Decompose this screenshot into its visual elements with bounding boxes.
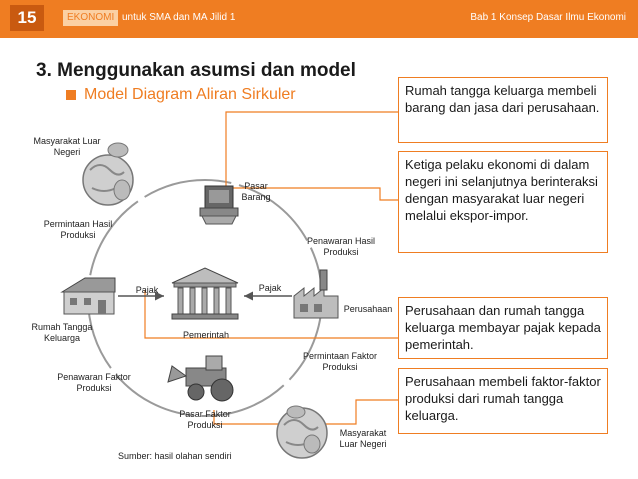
label-permintaan-faktor-produksi: Permintaan Faktor Produksi	[302, 351, 378, 372]
callout-line-4	[213, 399, 398, 425]
label-masyarakat-luar-negeri-bottom: Masyarakat Luar Negeri	[339, 428, 387, 449]
callout-line-2	[205, 187, 398, 201]
slide-title: 3. Menggunakan asumsi dan model	[36, 60, 356, 81]
house-icon	[60, 277, 116, 315]
market-goods-icon	[199, 185, 239, 225]
page-number: 15	[10, 5, 44, 31]
label-pemerintah: Pemerintah	[182, 330, 230, 340]
callout-line-3	[144, 290, 398, 339]
callout-box-4: Perusahaan membeli faktor-faktor produks…	[398, 368, 608, 434]
label-penawaran-faktor-produksi: Penawaran Faktor Produksi	[57, 372, 131, 393]
globe-top-icon	[82, 142, 134, 206]
label-rumah-tangga-keluarga: Rumah Tangga Keluarga	[31, 322, 93, 343]
label-pasar-barang: Pasar Barang	[241, 181, 271, 202]
factory-icon	[293, 269, 339, 319]
header-bar: 15 EKONOMI untuk SMA dan MA Jilid 1 Bab …	[0, 0, 638, 38]
callout-box-2: Ketiga pelaku ekonomi di dalam negeri in…	[398, 151, 608, 253]
label-penawaran-hasil-produksi: Penawaran Hasil Produksi	[306, 236, 376, 257]
chapter-title: Bab 1 Konsep Dasar Ilmu Ekonomi	[470, 12, 626, 23]
globe-bottom-icon	[276, 405, 328, 459]
bullet-text: Model Diagram Aliran Sirkuler	[84, 86, 296, 103]
label-masyarakat-luar-negeri-top: Masyarakat Luar Negeri	[33, 136, 101, 157]
source-note: Sumber: hasil olahan sendiri	[118, 451, 232, 461]
label-permintaan-hasil-produksi: Permintaan Hasil Produksi	[43, 219, 113, 240]
callout-box-3: Perusahaan dan rumah tangga keluarga mem…	[398, 297, 608, 359]
book-subtitle: untuk SMA dan MA Jilid 1	[122, 12, 236, 23]
label-perusahaan: Perusahaan	[343, 304, 393, 314]
subject-tag: EKONOMI	[63, 10, 119, 26]
tractor-icon	[167, 355, 234, 402]
government-building-icon	[171, 267, 239, 320]
callout-box-1: Rumah tangga keluarga membeli barang dan…	[398, 77, 608, 143]
label-pasar-faktor-produksi: Pasar Faktor Produksi	[179, 409, 231, 430]
bullet-square-icon	[66, 90, 76, 100]
label-pajak-right: Pajak	[258, 283, 282, 293]
callout-line-1	[225, 111, 398, 190]
label-pajak-left: Pajak	[135, 285, 159, 295]
